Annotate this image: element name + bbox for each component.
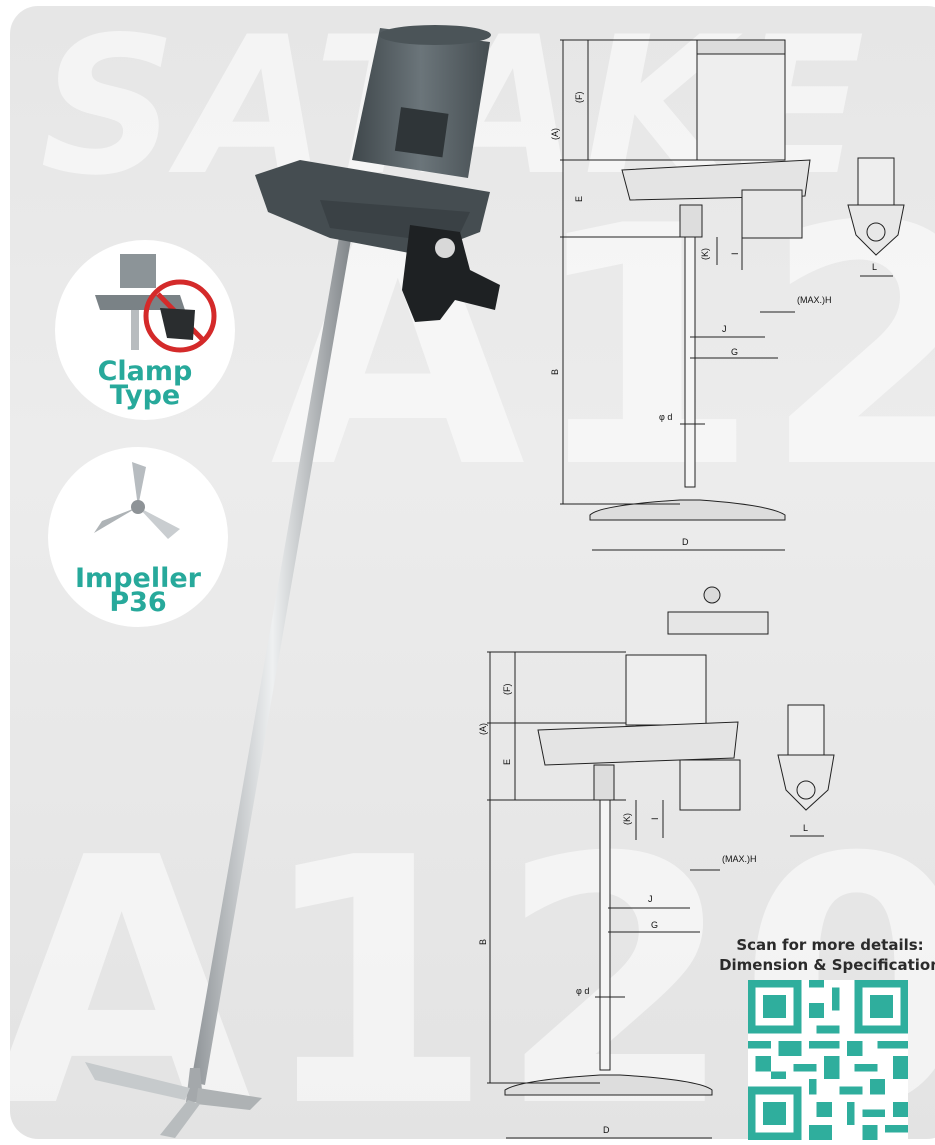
label-L-top: L (872, 262, 877, 272)
impeller-label-line2: P36 (109, 587, 167, 618)
scan-line2: Dimension & Specification (719, 956, 935, 974)
label-A-bottom: (A) (478, 723, 488, 735)
clamp-type-badge: Clamp Type (55, 240, 235, 420)
label-K-top: (K) (700, 248, 710, 260)
clamp-icon (95, 254, 217, 353)
impeller-badge: Impeller P36 (48, 447, 228, 627)
label-J-top: J (722, 324, 727, 334)
label-F-top: (F) (574, 92, 584, 104)
label-D-bottom: D (603, 1125, 610, 1135)
label-K-bottom: (K) (622, 813, 632, 825)
label-B-bottom: B (478, 939, 488, 945)
label-J-bottom: J (648, 894, 653, 904)
label-I-bottom: I (650, 817, 660, 820)
qr-code[interactable] (748, 980, 908, 1140)
drawing-k-type (487, 586, 835, 1139)
label-I-top: I (730, 252, 740, 255)
scan-line1: Scan for more details: (736, 936, 924, 954)
impeller-icon (94, 462, 180, 539)
label-G-bottom: G (651, 920, 658, 930)
label-d-bottom: φ d (576, 986, 589, 996)
scan-caption: Scan for more details: Dimension & Speci… (700, 935, 935, 975)
label-H-top: (MAX.)H (797, 295, 832, 305)
label-B-top: B (550, 369, 560, 375)
label-F-bottom: (F) (502, 684, 512, 696)
label-E-top: E (574, 196, 584, 202)
label-A-top: (A) (550, 128, 560, 140)
label-G-top: G (731, 347, 738, 357)
impeller-label-line1: Impeller (75, 563, 201, 594)
label-d-top: φ d (659, 412, 672, 422)
drawing-standard (560, 39, 905, 551)
impeller-photo (85, 1062, 262, 1138)
label-L-bottom: L (803, 823, 808, 833)
motor-body (255, 25, 500, 322)
label-D-top: D (682, 537, 689, 547)
clamp-label-line2: Type (109, 380, 181, 411)
label-H-bottom: (MAX.)H (722, 854, 757, 864)
label-E-bottom: E (502, 759, 512, 765)
clamp-label-line1: Clamp (97, 356, 193, 387)
